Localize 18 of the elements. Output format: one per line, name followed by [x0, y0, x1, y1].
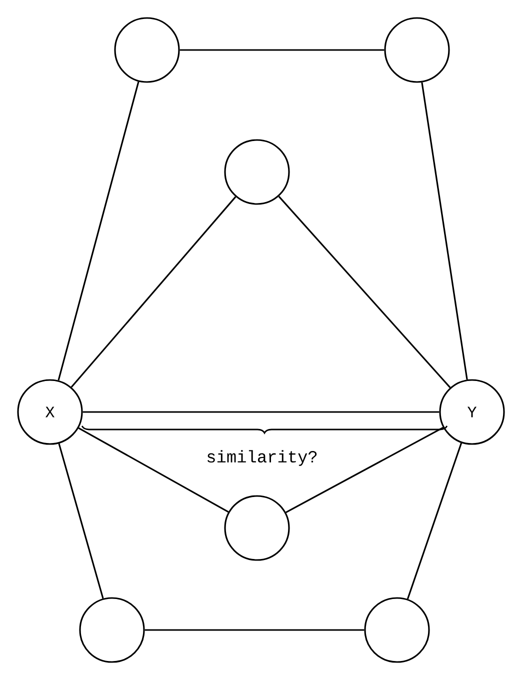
- connector-line: [70, 196, 236, 388]
- connector-line: [58, 443, 104, 599]
- empty-circle: [224, 139, 290, 205]
- connector-line: [278, 196, 451, 388]
- connector-line: [421, 82, 468, 380]
- connector-line: [406, 442, 462, 600]
- connector-line: [180, 49, 384, 51]
- connector-line: [285, 426, 444, 514]
- brace-label: similarity?: [207, 450, 317, 466]
- empty-circle: [114, 17, 180, 83]
- empty-circle: [79, 597, 145, 663]
- connector-line: [144, 629, 364, 631]
- connector-line: [78, 427, 229, 513]
- connector-line: [82, 411, 440, 413]
- empty-circle: [224, 495, 290, 561]
- empty-circle: [384, 17, 450, 83]
- connector-line: [58, 81, 140, 381]
- empty-circle: [364, 597, 430, 663]
